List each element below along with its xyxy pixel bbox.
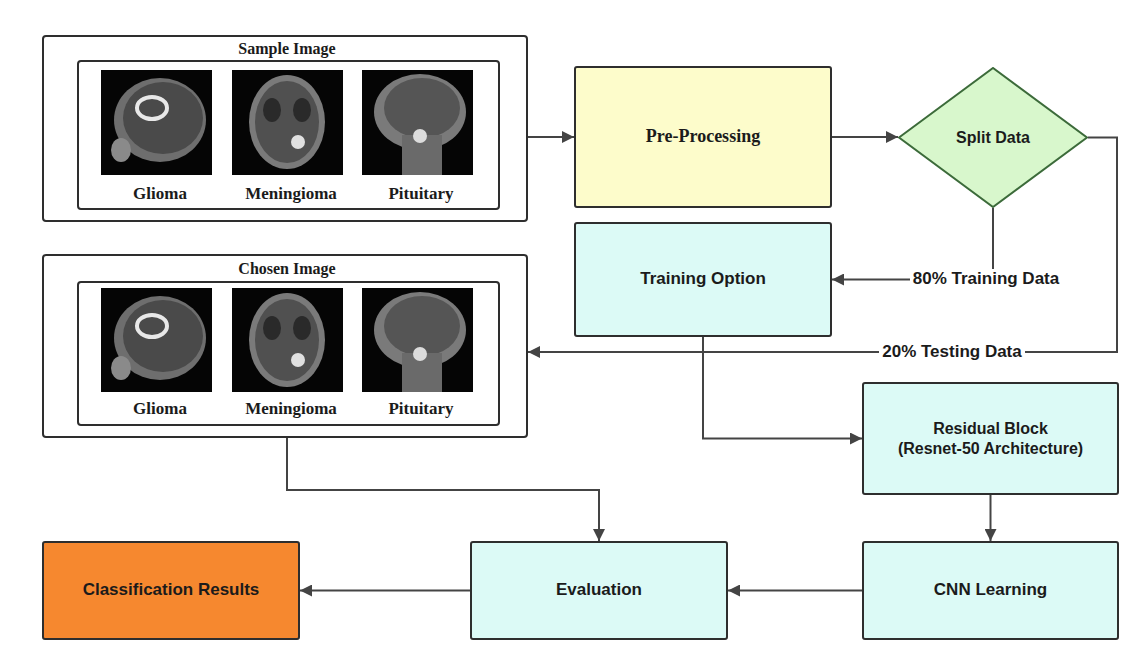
mri-pituitary-chosen bbox=[362, 288, 473, 392]
flow-arrow bbox=[990, 495, 992, 541]
caption-text: Glioma bbox=[133, 184, 187, 204]
flow-arrow bbox=[832, 136, 898, 138]
node-text: Evaluation bbox=[556, 580, 642, 600]
process-box: Pre-Processing bbox=[574, 66, 832, 208]
node-text: (Resnet-50 Architecture) bbox=[898, 439, 1083, 458]
mri-meningioma-chosen bbox=[232, 288, 343, 392]
image-group-frame: Chosen ImageGlioma Meningioma Pituitary bbox=[42, 254, 528, 438]
node-text: CNN Learning bbox=[934, 580, 1047, 600]
image-group-frame: Sample ImageGlioma Meningioma Pituitary bbox=[42, 35, 528, 222]
caption-text: Meningioma bbox=[245, 184, 337, 204]
caption-text: Glioma bbox=[133, 399, 187, 419]
caption-text: Pituitary bbox=[388, 184, 453, 204]
mri-meningioma-sample bbox=[232, 70, 343, 175]
image-panel: Glioma Meningioma Pituitary bbox=[77, 281, 500, 426]
flow-arrow bbox=[528, 136, 574, 138]
process-box: CNN Learning bbox=[862, 541, 1119, 640]
result-box: Classification Results bbox=[42, 541, 300, 640]
mri-glioma-chosen bbox=[101, 288, 212, 392]
process-box: Evaluation bbox=[470, 541, 728, 640]
mri-pituitary-sample bbox=[362, 70, 473, 175]
node-text: Classification Results bbox=[83, 580, 260, 600]
mri-glioma-sample bbox=[101, 70, 212, 175]
flow-arrow bbox=[703, 337, 862, 439]
flow-arrow bbox=[300, 590, 470, 592]
caption-text: Pituitary bbox=[388, 399, 453, 419]
flow-arrow bbox=[287, 438, 599, 541]
edge-label: 80% Training Data bbox=[910, 269, 1062, 289]
node-text: Split Data bbox=[956, 128, 1030, 147]
caption-text: Sample Image bbox=[238, 39, 335, 58]
caption-text: Chosen Image bbox=[238, 259, 335, 278]
node-text: Training Option bbox=[640, 269, 766, 289]
caption-text: Meningioma bbox=[245, 399, 337, 419]
node-text: Residual Block bbox=[933, 419, 1048, 438]
node-text: Pre-Processing bbox=[646, 126, 760, 148]
process-box: Residual Block(Resnet-50 Architecture) bbox=[862, 382, 1119, 495]
edge-label: 20% Testing Data bbox=[879, 342, 1025, 362]
decision-diamond: Split Data bbox=[898, 67, 1088, 208]
image-panel: Glioma Meningioma Pituitary bbox=[77, 60, 500, 210]
process-box: Training Option bbox=[574, 222, 832, 337]
flow-arrow bbox=[728, 590, 862, 592]
